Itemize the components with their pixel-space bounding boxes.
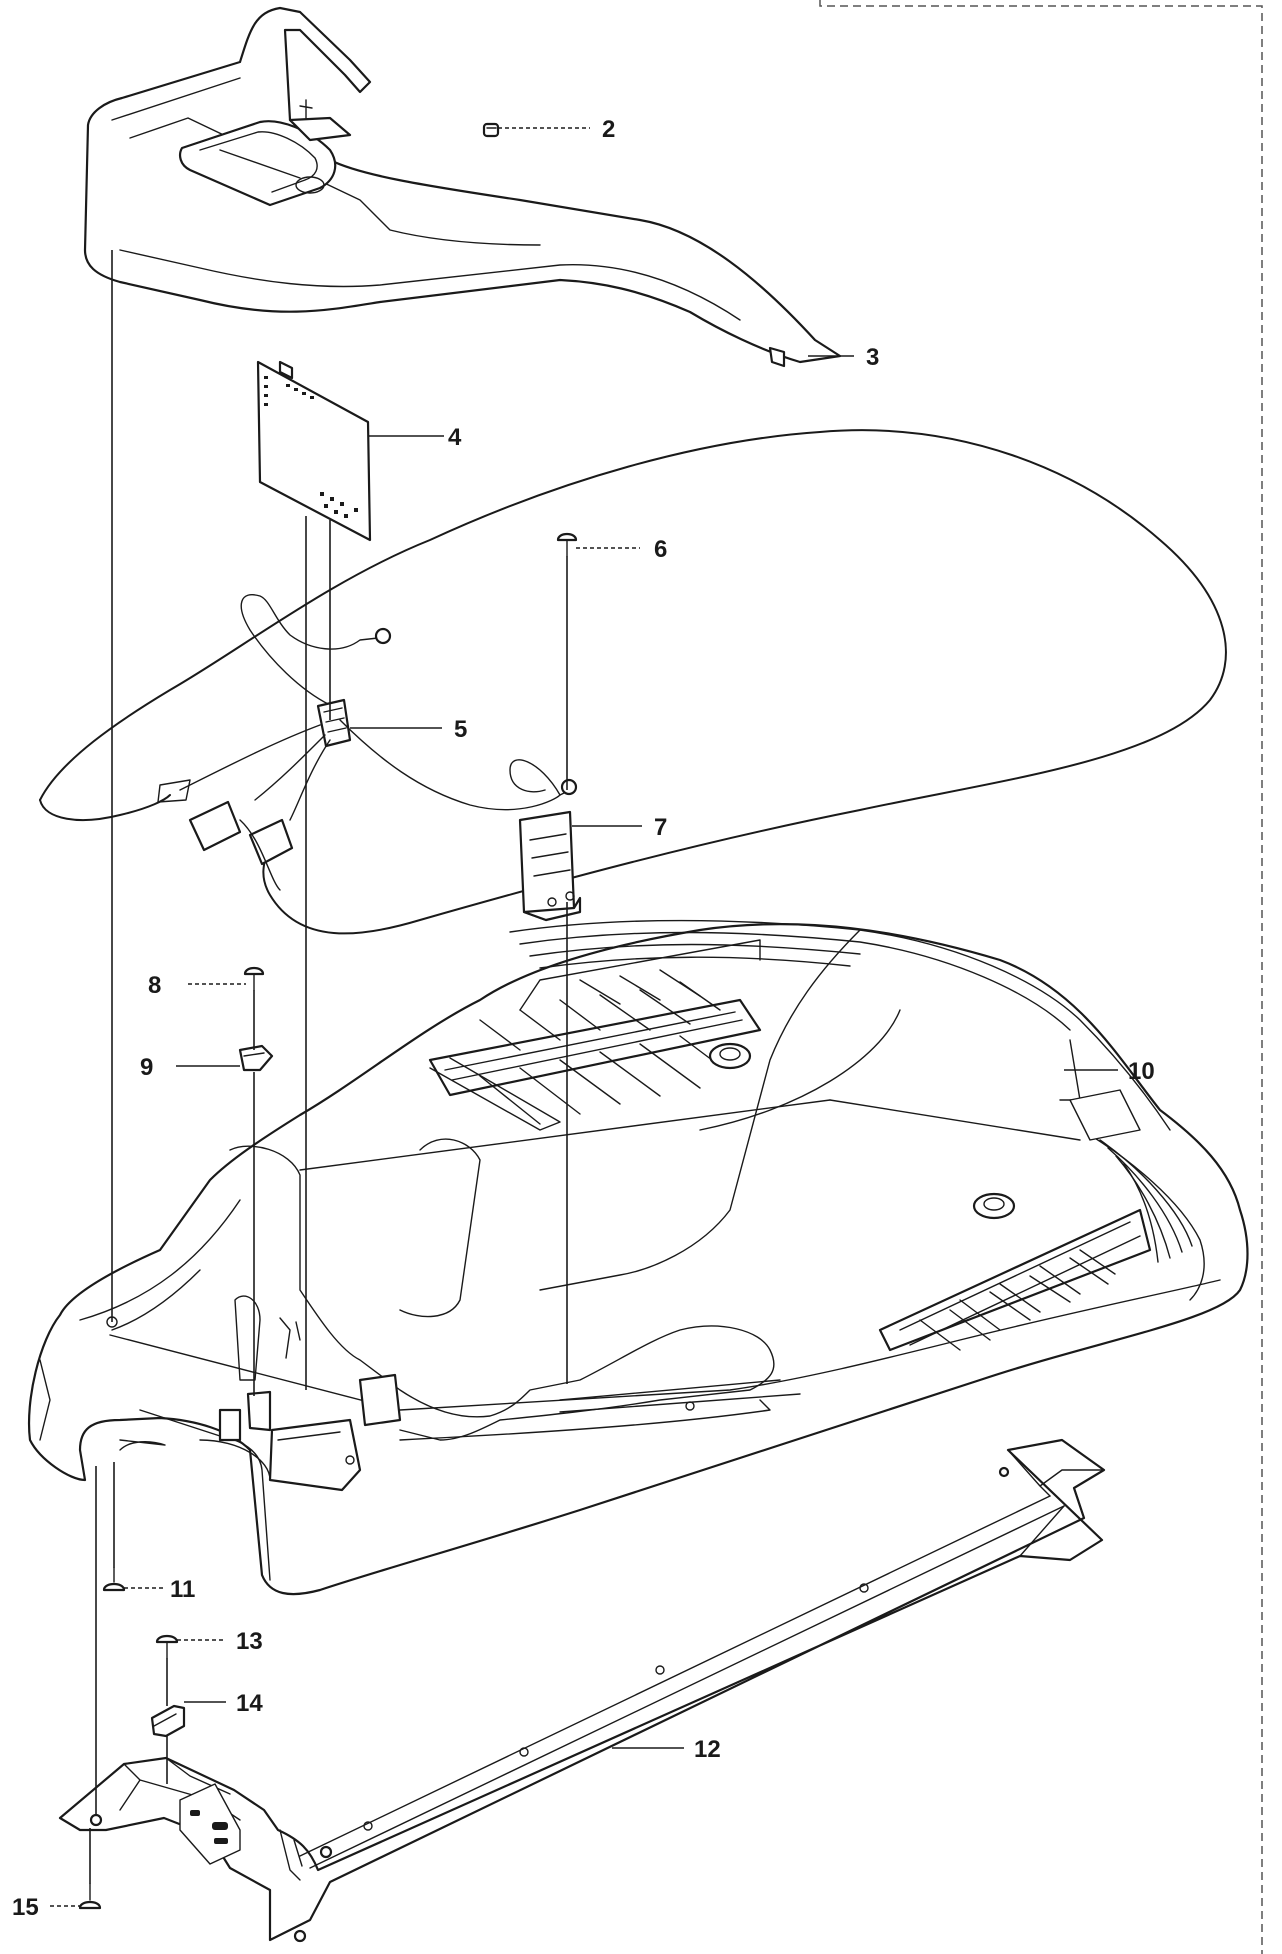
callout-2: 2	[602, 116, 615, 143]
part-14-clip	[150, 1704, 186, 1738]
page-frame	[819, 0, 1263, 1954]
part-6-screw	[556, 532, 578, 557]
part-15-screw	[78, 1883, 102, 1910]
part-8-screw	[243, 966, 265, 991]
part-10-body-shell	[27, 919, 1249, 1596]
callout-8: 8	[148, 972, 161, 999]
part-13-screw	[155, 1634, 179, 1659]
part-12-base-rail	[58, 1438, 1106, 1943]
callout-3: 3	[866, 344, 879, 371]
part-4-circuit-board	[256, 360, 372, 542]
top-handle-cover	[83, 6, 842, 368]
callout-13: 13	[236, 1628, 263, 1655]
assembly-axes	[89, 250, 568, 1884]
callout-6: 6	[654, 536, 667, 563]
callout-9: 9	[140, 1054, 153, 1081]
part-11-screw	[102, 1567, 126, 1592]
callout-12: 12	[694, 1736, 721, 1763]
part-7-bracket	[518, 810, 582, 922]
part-9-clip	[238, 1044, 274, 1072]
callout-4: 4	[448, 424, 462, 451]
callout-14: 14	[236, 1690, 263, 1717]
part-2-screw	[482, 122, 500, 138]
part-5-wire-harness	[39, 429, 1227, 935]
callout-11: 11	[170, 1576, 195, 1603]
callout-15: 15	[12, 1894, 39, 1921]
callout-7: 7	[654, 814, 667, 841]
leader-lines	[50, 127, 1118, 1907]
callout-labels: 2 3 4 6 5 7 8 9 10 11 13 14 12 15	[12, 116, 1155, 1921]
callout-10: 10	[1128, 1058, 1155, 1085]
callout-5: 5	[454, 716, 467, 743]
